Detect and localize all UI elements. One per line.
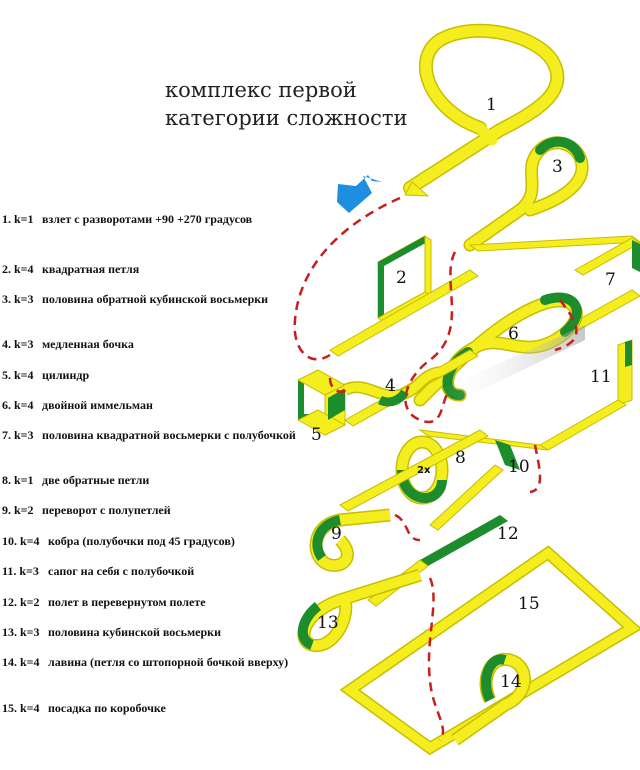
legend-item-number: 15. k=4 xyxy=(2,701,40,715)
figure-2-square-loop xyxy=(329,235,479,357)
legend-item-text: переворот с полупетлей xyxy=(42,503,171,517)
figure-4-slow-roll xyxy=(342,366,442,407)
figure-3-half-reverse-cuban xyxy=(463,136,589,252)
legend-item-text: кобра (полубочки под 45 градусов) xyxy=(48,534,235,548)
figure-label-14: 14 xyxy=(500,672,522,692)
legend-item-number: 14. k=4 xyxy=(2,655,40,669)
figure-label-9: 9 xyxy=(331,524,342,544)
legend-item-number: 2. k=4 xyxy=(2,262,34,276)
legend-item-number: 11. k=3 xyxy=(2,564,39,578)
figure-label-5: 5 xyxy=(311,425,322,445)
figure-label-2: 2 xyxy=(396,268,407,288)
figure-label-3: 3 xyxy=(552,157,563,177)
legend-item-text: половина кубинской восьмерки xyxy=(48,625,221,639)
legend-item-text: лавина (петля со штопорной бочкой вверху… xyxy=(48,655,289,669)
legend-item-text: медленная бочка xyxy=(42,337,134,351)
legend-item-text: половина обратной кубинской восьмерки xyxy=(42,292,269,306)
figure-label-11: 11 xyxy=(590,367,612,387)
legend-item-number: 10. k=4 xyxy=(2,534,40,548)
page-title: комплекс первой категории сложности xyxy=(165,76,425,132)
legend-item-text: взлет с разворотами +90 +270 градусов xyxy=(42,212,253,226)
legend-item-text: посадка по коробочке xyxy=(48,701,166,715)
legend-item-number: 3. k=3 xyxy=(2,292,34,306)
figure-label-4: 4 xyxy=(385,376,396,396)
figure-label-10: 10 xyxy=(508,457,530,477)
figure-13-half-cuban xyxy=(297,568,422,652)
legend-item-text: половина квадратной восьмерки с полубочк… xyxy=(42,428,296,442)
figure-1-takeoff xyxy=(403,23,565,197)
flight-path-dashed xyxy=(293,196,578,741)
figure-10-cobra xyxy=(429,440,520,531)
legend-item-number: 6. k=4 xyxy=(2,398,34,412)
legend-item-text: полет в перевернутом полете xyxy=(48,595,206,609)
figure-label-6: 6 xyxy=(508,324,519,344)
figure-label-7: 7 xyxy=(605,270,616,290)
legend-item-number: 8. k=1 xyxy=(2,473,34,487)
figure-15-box-landing xyxy=(339,545,640,756)
figure-label-15: 15 xyxy=(518,594,540,614)
legend-item-text: цилиндр xyxy=(42,368,90,382)
legend-item-text: двойной иммельман xyxy=(42,398,153,412)
legend-item-text: две обратные петли xyxy=(42,473,150,487)
legend-item-text: сапог на себя с полубочкой xyxy=(48,564,195,578)
loops-count-label: 2х xyxy=(417,465,431,476)
legend-item-number: 1. k=1 xyxy=(2,212,34,226)
legend-item-number: 4. k=3 xyxy=(2,337,34,351)
legend-item-text: квадратная петля xyxy=(42,262,140,276)
title-line-1: комплекс первой xyxy=(165,78,357,102)
figure-9-split-s xyxy=(309,508,391,572)
figure-8-two-loops xyxy=(339,429,549,512)
legend-item-number: 13. k=3 xyxy=(2,625,40,639)
title-line-2: категории сложности xyxy=(165,106,408,130)
figure-label-8: 8 xyxy=(455,448,466,468)
arrow-down-left-icon xyxy=(337,175,382,213)
figure-label-13: 13 xyxy=(317,613,339,633)
figure-label-12: 12 xyxy=(497,524,519,544)
legend-item-number: 12. k=2 xyxy=(2,595,40,609)
figure-14-avalanche xyxy=(451,652,531,746)
legend-item-number: 7. k=3 xyxy=(2,428,34,442)
legend-item-number: 9. k=2 xyxy=(2,503,34,517)
figure-label-1: 1 xyxy=(486,95,497,115)
legend-item-number: 5. k=4 xyxy=(2,368,34,382)
figure-11-boot xyxy=(539,339,633,451)
